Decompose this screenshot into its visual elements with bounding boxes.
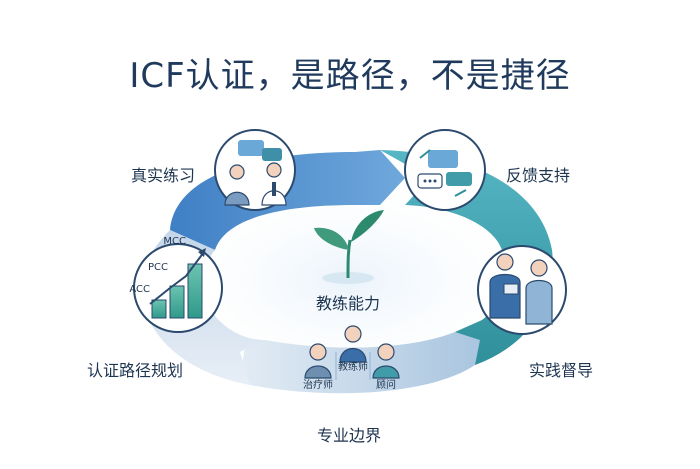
- practice-illustration: [214, 129, 296, 211]
- stage-label-boundary: 专业边界: [317, 426, 382, 445]
- stage-label-practice: 真实练习: [131, 166, 196, 185]
- cert-level-acc: ACC: [129, 284, 150, 295]
- sprout-icon: [314, 210, 384, 284]
- role-consultant: 顾问: [376, 378, 396, 391]
- stage-label-supervision: 实践督导: [529, 361, 594, 380]
- feedback-illustration: [404, 129, 486, 211]
- certification-illustration: ACC PCC MCC: [129, 236, 223, 333]
- supervision-illustration: [477, 245, 567, 335]
- cert-level-pcc: PCC: [148, 262, 168, 273]
- role-coach: 教练师: [338, 360, 368, 373]
- role-therapist: 治疗师: [303, 378, 333, 391]
- stage-label-feedback: 反馈支持: [506, 166, 571, 185]
- stage-label-certification: 认证路径规划: [87, 361, 184, 380]
- page-title: ICF认证，是路径，不是捷径: [129, 56, 571, 96]
- cert-level-mcc: MCC: [163, 236, 186, 247]
- center-label: 教练能力: [316, 294, 381, 313]
- boundary-illustration: 治疗师 教练师 顾问: [303, 325, 400, 391]
